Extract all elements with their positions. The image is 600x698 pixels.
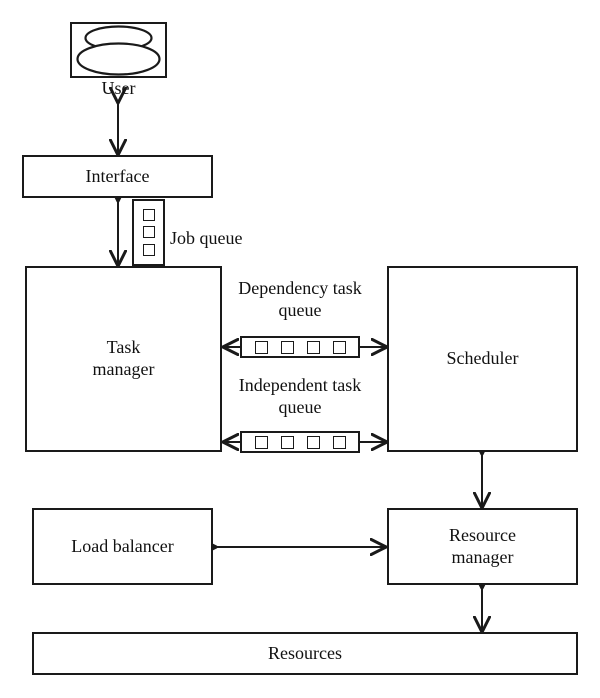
node-task-manager[interactable]: Task manager	[25, 266, 222, 452]
node-interface-label: Interface	[85, 165, 150, 186]
node-resources[interactable]: Resources	[32, 632, 578, 675]
independent-task-queue-label: Independent task queue	[238, 375, 362, 418]
queue-cell	[306, 340, 320, 354]
job-queue[interactable]	[132, 199, 165, 266]
node-user-label: User	[101, 78, 136, 98]
node-interface[interactable]: Interface	[22, 155, 213, 198]
queue-cell	[332, 435, 346, 449]
queue-cell	[306, 435, 320, 449]
user-ellipses-icon	[76, 25, 161, 76]
job-queue-label: Job queue	[170, 228, 243, 248]
queue-cell	[142, 226, 155, 239]
queue-cell	[332, 340, 346, 354]
queue-cell	[254, 340, 268, 354]
dependency-task-queue-label: Dependency task queue	[238, 278, 362, 321]
queue-cell	[280, 435, 294, 449]
queue-cell	[280, 340, 294, 354]
node-load-balancer[interactable]: Load balancer	[32, 508, 213, 585]
node-user[interactable]	[70, 22, 167, 78]
independent-task-queue[interactable]	[240, 431, 360, 453]
node-resources-label: Resources	[268, 642, 342, 663]
node-task-manager-label: Task manager	[92, 337, 155, 379]
node-resource-manager[interactable]: Resource manager	[387, 508, 578, 585]
queue-cell	[142, 244, 155, 257]
queue-cell	[254, 435, 268, 449]
node-scheduler-label: Scheduler	[446, 348, 519, 369]
node-scheduler[interactable]: Scheduler	[387, 266, 578, 452]
dependency-task-queue[interactable]	[240, 336, 360, 358]
node-load-balancer-label: Load balancer	[71, 535, 174, 556]
queue-cell	[142, 208, 155, 221]
node-resource-manager-label: Resource manager	[449, 524, 516, 567]
